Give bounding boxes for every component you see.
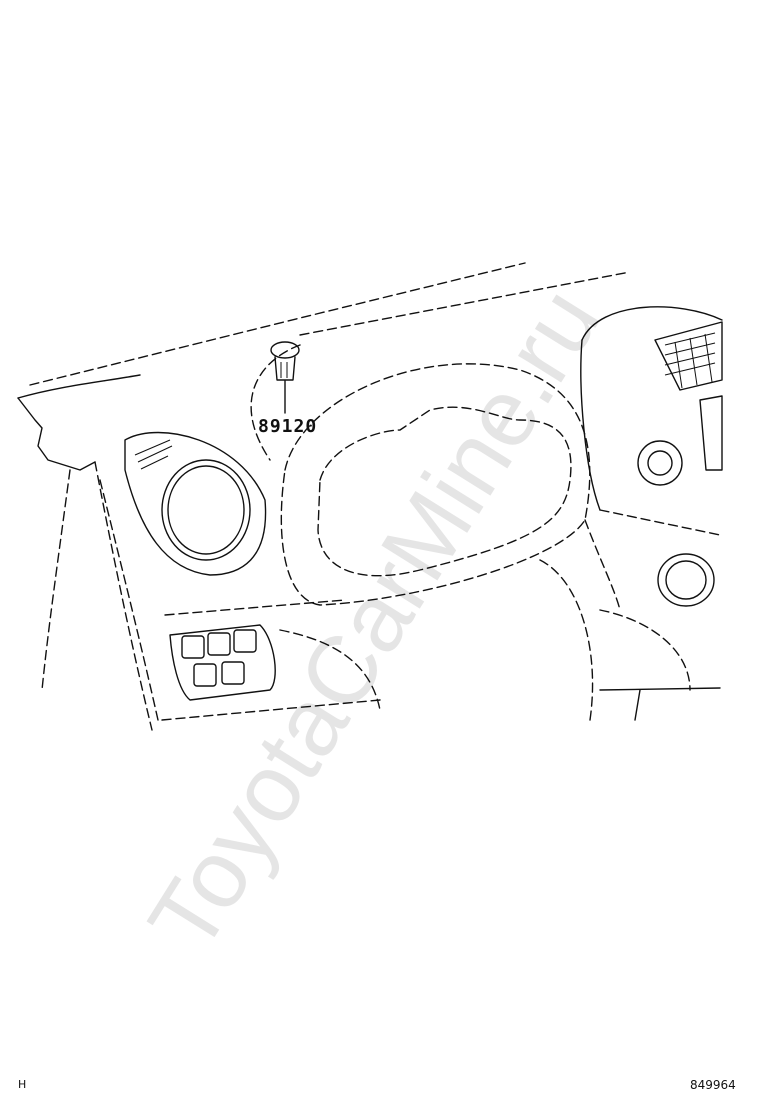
center-console [539, 306, 723, 721]
switch-panel [161, 599, 381, 721]
corner-marker: H [18, 1078, 27, 1091]
figure-id: 849964 [690, 1078, 736, 1092]
part-number-label: 89120 [258, 416, 318, 437]
left-air-vent [124, 431, 267, 576]
dashboard-top-edge [17, 262, 631, 399]
left-dash-end [17, 397, 159, 731]
instrument-cluster-hood [250, 344, 591, 606]
clip-part [270, 341, 300, 414]
